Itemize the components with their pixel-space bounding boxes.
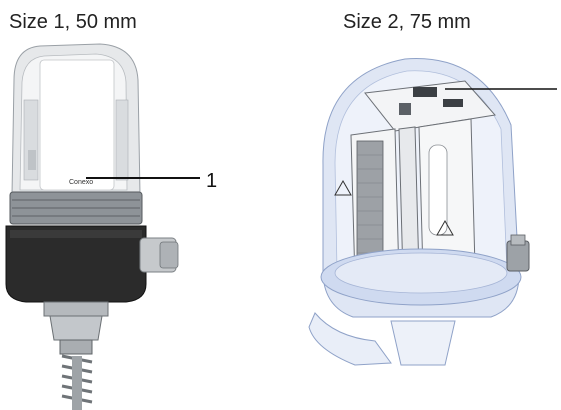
size-1-label: Size 1, 50 mm [9, 11, 137, 33]
dark-housing [5, 225, 147, 303]
size-2-device-drawing [308, 58, 557, 366]
bottom-fitting-center [390, 320, 456, 366]
callout-number-1: 1 [206, 170, 218, 192]
cable-gland [506, 240, 530, 272]
size-1-device-illustration: Conexo [0, 40, 230, 410]
device-logo-text: Conexo [69, 179, 93, 186]
top-frame [364, 80, 496, 132]
size-2-label: Size 2, 75 mm [343, 11, 471, 33]
bottom-fitting-left [308, 312, 392, 366]
inner-module [39, 59, 115, 191]
neck-fitting [43, 301, 109, 317]
sensor-panel [356, 140, 384, 272]
size-1-device-drawing: Conexo [5, 43, 200, 410]
size-2-device-illustration [295, 45, 561, 375]
